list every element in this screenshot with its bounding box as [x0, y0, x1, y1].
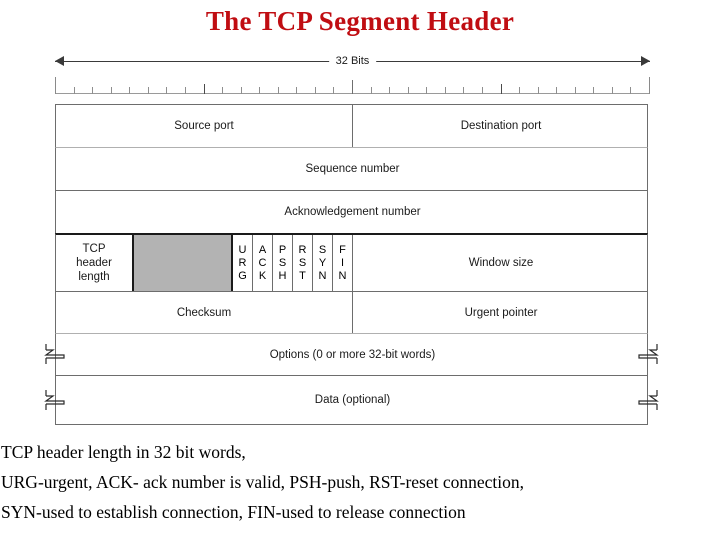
flag-letter: P	[278, 243, 287, 256]
field-source-port: Source port	[56, 105, 353, 147]
field-label-line-3: length	[78, 271, 110, 283]
field-label-line-2: header	[76, 257, 112, 269]
ruler-tick	[593, 87, 594, 94]
ruler-tick	[296, 87, 297, 94]
field-urgent-pointer: Urgent pointer	[353, 292, 649, 333]
ruler-tick	[204, 84, 205, 94]
flag-fin: F I N	[333, 235, 353, 291]
ruler-tick	[92, 87, 93, 94]
field-label: Sequence number	[305, 163, 400, 175]
header-row-checksum: Checksum Urgent pointer	[55, 291, 648, 333]
ruler-tick	[389, 87, 390, 94]
note-line-3: SYN-used to establish connection, FIN-us…	[1, 502, 466, 522]
ruler-tick	[519, 87, 520, 94]
ruler-tick	[501, 84, 502, 94]
ruler-tick	[463, 87, 464, 94]
ruler-tick	[371, 87, 372, 94]
flag-ack: A C K	[253, 235, 273, 291]
ruler-tick	[222, 87, 223, 94]
flag-letter: N	[338, 269, 347, 282]
header-row-acknowledgement: Acknowledgement number	[55, 190, 648, 233]
flag-rst: R S T	[293, 235, 313, 291]
ruler-tick	[426, 87, 427, 94]
header-row-data: Data (optional)	[55, 375, 648, 425]
ruler-tick	[630, 87, 631, 94]
ruler-tick	[333, 87, 334, 94]
field-data: Data (optional)	[56, 376, 649, 424]
field-label: Options (0 or more 32-bit words)	[269, 348, 436, 361]
flag-urg: U R G	[233, 235, 253, 291]
flag-letter: G	[238, 269, 247, 282]
field-label-line-1: TCP	[82, 243, 106, 255]
ruler-tick	[259, 87, 260, 94]
note-line-2: URG-urgent, ACK- ack number is valid, PS…	[1, 472, 525, 492]
field-options: Options (0 or more 32-bit words)	[56, 334, 649, 375]
flag-syn: S Y N	[313, 235, 333, 291]
ruler-tick	[482, 87, 483, 94]
ruler-tick	[278, 87, 279, 94]
ruler-tick	[241, 87, 242, 94]
flag-letter: F	[339, 243, 346, 256]
field-reserved	[134, 235, 233, 291]
flag-letter: T	[299, 269, 306, 282]
field-label: Acknowledgement number	[284, 206, 421, 218]
ruler-tick	[556, 87, 557, 94]
ruler-tick	[575, 87, 576, 94]
flag-letter: S	[298, 256, 307, 269]
flag-letter: H	[278, 269, 287, 282]
flag-letter: Y	[318, 256, 327, 269]
ruler-tick	[445, 87, 446, 94]
field-acknowledgement-number: Acknowledgement number	[56, 191, 649, 233]
ruler-tick	[74, 87, 75, 94]
field-label: Urgent pointer	[464, 306, 538, 319]
ruler-tick	[538, 87, 539, 94]
field-label: Window size	[468, 257, 534, 269]
ruler-tick	[612, 87, 613, 94]
field-label: Source port	[174, 120, 234, 132]
ruler-tick	[148, 87, 149, 94]
ruler-tick	[55, 77, 56, 94]
field-sequence-number: Sequence number	[56, 148, 649, 190]
ruler-tick	[129, 87, 130, 94]
field-destination-port: Destination port	[353, 105, 649, 147]
header-row-flags: TCP header length U R G A C K P S H R S …	[55, 233, 648, 291]
flag-letter: S	[318, 243, 327, 256]
flag-letter: A	[258, 243, 267, 256]
header-row-sequence: Sequence number	[55, 147, 648, 190]
field-tcp-header-length: TCP header length	[56, 235, 134, 291]
flag-letter: I	[340, 256, 345, 269]
ruler-tick	[352, 80, 353, 94]
flag-letter: S	[278, 256, 287, 269]
ruler-tick	[649, 77, 650, 94]
page-title: The TCP Segment Header	[205, 6, 515, 36]
flag-letter: R	[298, 243, 307, 256]
ruler-tick	[185, 87, 186, 94]
flag-letter: R	[238, 256, 247, 269]
flag-letter: U	[238, 243, 247, 256]
ruler-tick	[166, 87, 167, 94]
header-row-ports: Source port Destination port	[55, 104, 648, 147]
explanatory-notes: TCP header length in 32 bit words, URG-u…	[0, 437, 714, 527]
scale-label: 32 Bits	[328, 52, 377, 70]
flag-psh: P S H	[273, 235, 293, 291]
field-label: Data (optional)	[314, 394, 391, 406]
ruler-tick	[315, 87, 316, 94]
flag-letter: C	[258, 256, 267, 269]
arrow-left-icon	[55, 56, 64, 66]
arrow-right-icon	[641, 56, 650, 66]
field-window-size: Window size	[353, 235, 649, 291]
bit-scale: 32 Bits	[55, 52, 650, 94]
header-row-options: Options (0 or more 32-bit words)	[55, 333, 648, 375]
field-label: Destination port	[460, 120, 542, 132]
flag-letter: K	[258, 269, 267, 282]
note-line-1: TCP header length in 32 bit words,	[1, 442, 246, 462]
field-checksum: Checksum	[56, 292, 353, 333]
flag-letter: N	[318, 269, 327, 282]
ruler-tick	[111, 87, 112, 94]
tcp-header-diagram: Source port Destination port Sequence nu…	[44, 104, 659, 425]
bit-ruler	[55, 76, 650, 94]
field-label: Checksum	[176, 306, 232, 319]
ruler-tick	[408, 87, 409, 94]
